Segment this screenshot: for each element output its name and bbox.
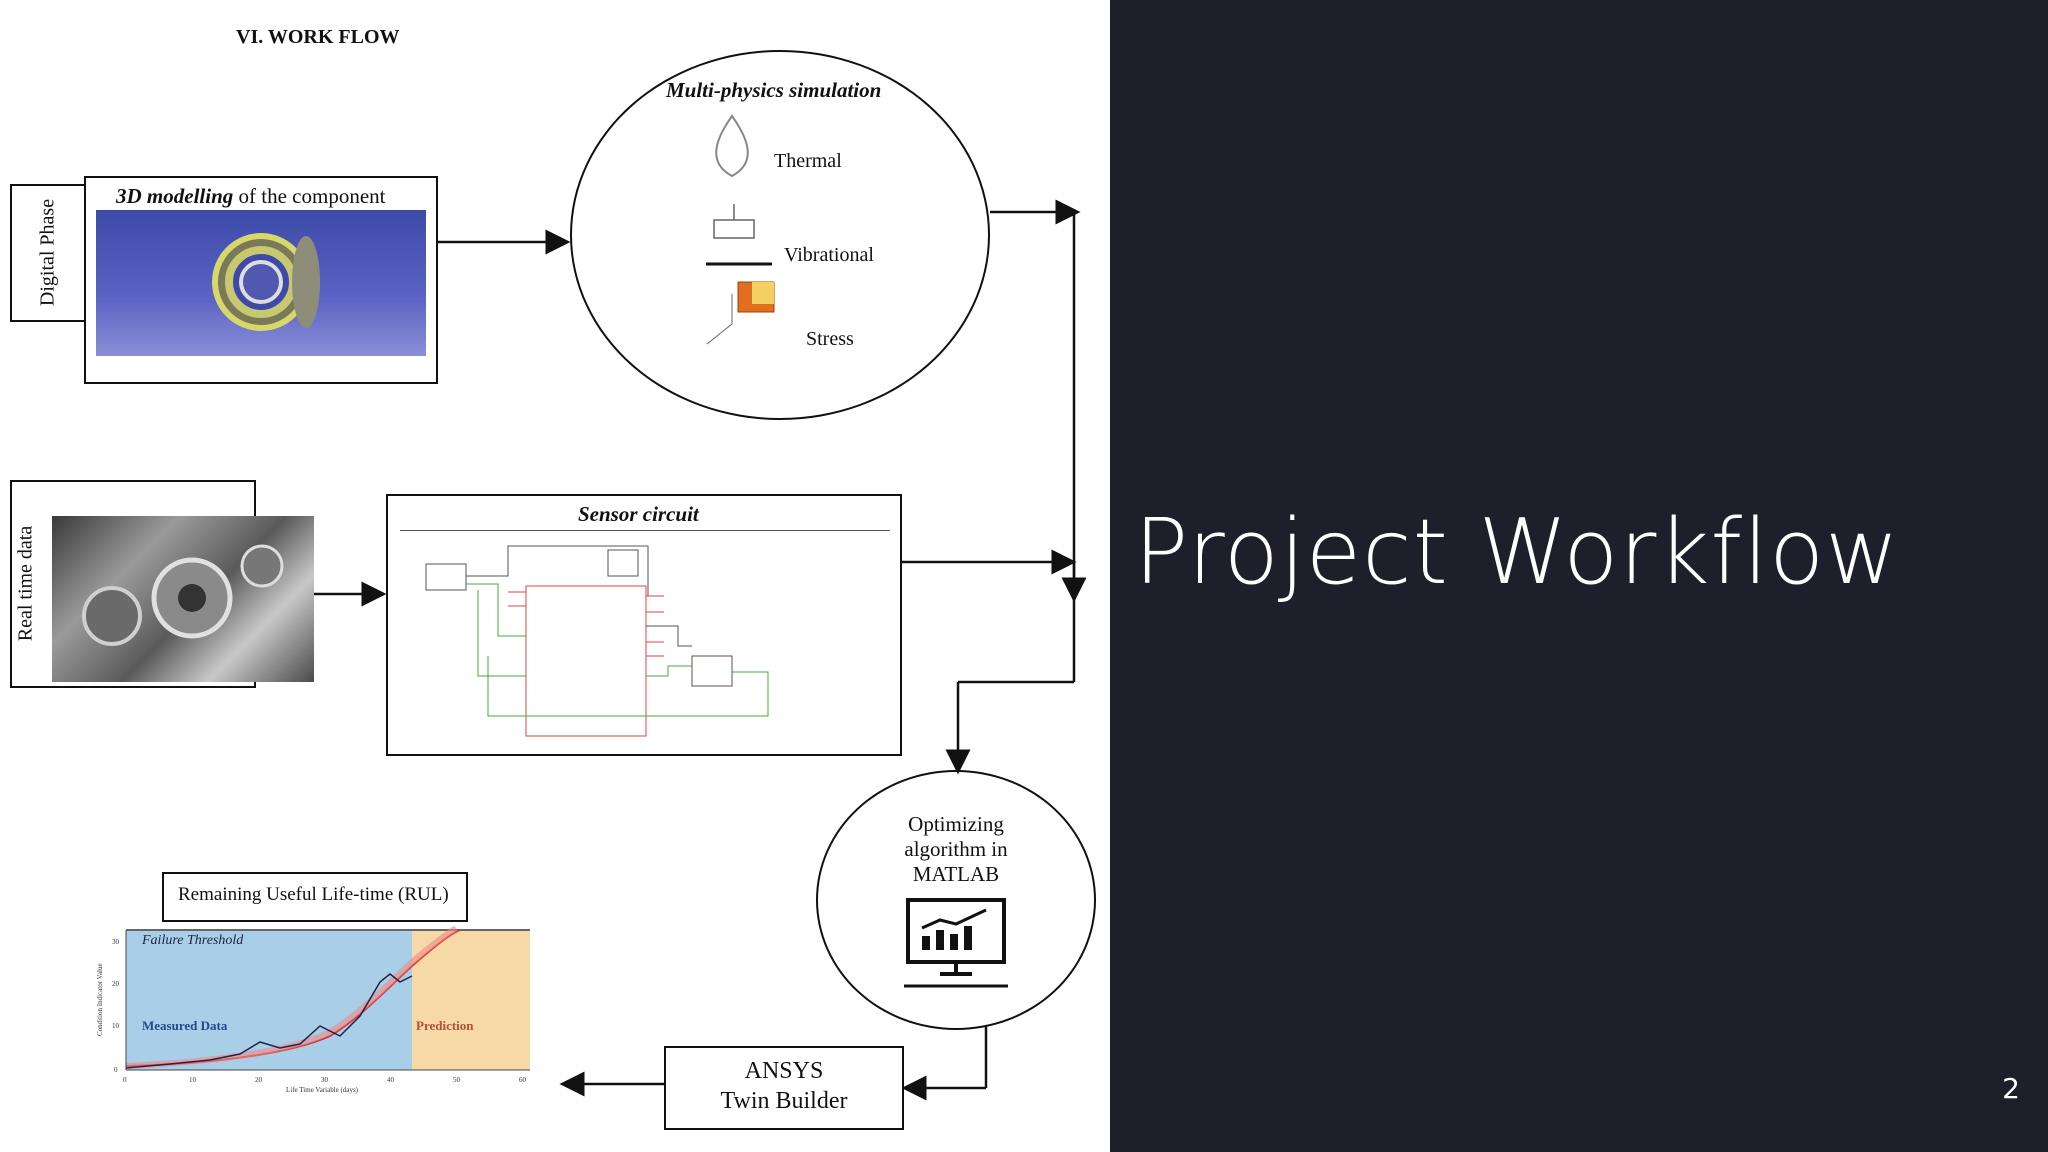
matlab-circle: Optimizing algorithm in MATLAB bbox=[816, 770, 1096, 1030]
sensor-title: Sensor circuit bbox=[578, 502, 699, 526]
simulation-title: Multi-physics simulation bbox=[666, 78, 882, 102]
prediction-region bbox=[412, 930, 530, 1070]
sim-item-thermal: Thermal bbox=[774, 150, 842, 172]
digital-phase-box: Digital Phase bbox=[10, 184, 86, 322]
simulation-icons bbox=[706, 114, 775, 345]
bearing-icon bbox=[212, 233, 320, 331]
spring-mass-icon bbox=[713, 219, 755, 239]
prediction-label: Prediction bbox=[416, 1018, 474, 1033]
flame-icon bbox=[715, 114, 749, 178]
rul-chart: Failure Threshold Measured Data Predicti… bbox=[90, 925, 550, 1096]
measured-data-label: Measured Data bbox=[142, 1018, 228, 1033]
matlab-label: Optimizing algorithm in MATLAB bbox=[904, 812, 1008, 886]
svg-text:20: 20 bbox=[255, 1076, 263, 1084]
svg-text:60: 60 bbox=[519, 1076, 527, 1084]
modelling-box: 3D modelling of the component bbox=[84, 176, 438, 384]
simulation-circle: Multi-physics simulation Thermal Vibrati… bbox=[570, 50, 990, 420]
sim-item-stress: Stress bbox=[806, 328, 854, 350]
engine-photo bbox=[52, 516, 314, 682]
rul-title-box: Remaining Useful Life-time (RUL) bbox=[162, 872, 468, 922]
measured-region bbox=[126, 930, 412, 1070]
rul-chart-svg: Failure Threshold Measured Data Predicti… bbox=[96, 925, 530, 1094]
slide-title: Project Workflow bbox=[1134, 500, 1900, 605]
svg-text:20: 20 bbox=[112, 980, 120, 988]
monitor-chart-icon bbox=[904, 898, 1008, 988]
workflow-diagram: VI. WORK FLOW bbox=[0, 0, 1110, 1152]
failure-threshold-label: Failure Threshold bbox=[141, 933, 244, 948]
connectors bbox=[314, 199, 1087, 1101]
rul-ylabel: Condition Indicator Value bbox=[96, 963, 104, 1036]
ansys-box: ANSYS Twin Builder bbox=[664, 1046, 904, 1130]
bearing-model-render bbox=[96, 210, 426, 356]
svg-text:0: 0 bbox=[114, 1066, 118, 1074]
sensor-circuit-box: Sensor circuit bbox=[386, 494, 902, 756]
rul-title: Remaining Useful Life-time (RUL) bbox=[178, 884, 449, 905]
engine-icon bbox=[82, 544, 284, 646]
title-panel: Project Workflow 2 bbox=[1110, 0, 2048, 1152]
diagram-heading: VI. WORK FLOW bbox=[236, 26, 400, 48]
rul-xlabel: Life Time Variable (days) bbox=[286, 1086, 359, 1094]
circuit-schematic bbox=[425, 545, 769, 737]
realtime-label: Real time data bbox=[14, 525, 37, 642]
modelling-title: 3D modelling of the component bbox=[116, 184, 386, 208]
svg-text:10: 10 bbox=[189, 1076, 197, 1084]
svg-text:10: 10 bbox=[112, 1022, 120, 1030]
svg-text:0: 0 bbox=[123, 1076, 127, 1084]
svg-text:30: 30 bbox=[321, 1076, 329, 1084]
sim-item-vibrational: Vibrational bbox=[784, 244, 874, 266]
ansys-label: ANSYS Twin Builder bbox=[720, 1058, 848, 1114]
measured-series bbox=[125, 973, 413, 1069]
page-number: 2 bbox=[2002, 1072, 2020, 1105]
svg-text:30: 30 bbox=[112, 938, 120, 946]
digital-phase-label: Digital Phase bbox=[36, 198, 59, 307]
svg-text:40: 40 bbox=[387, 1076, 395, 1084]
svg-text:50: 50 bbox=[453, 1076, 461, 1084]
